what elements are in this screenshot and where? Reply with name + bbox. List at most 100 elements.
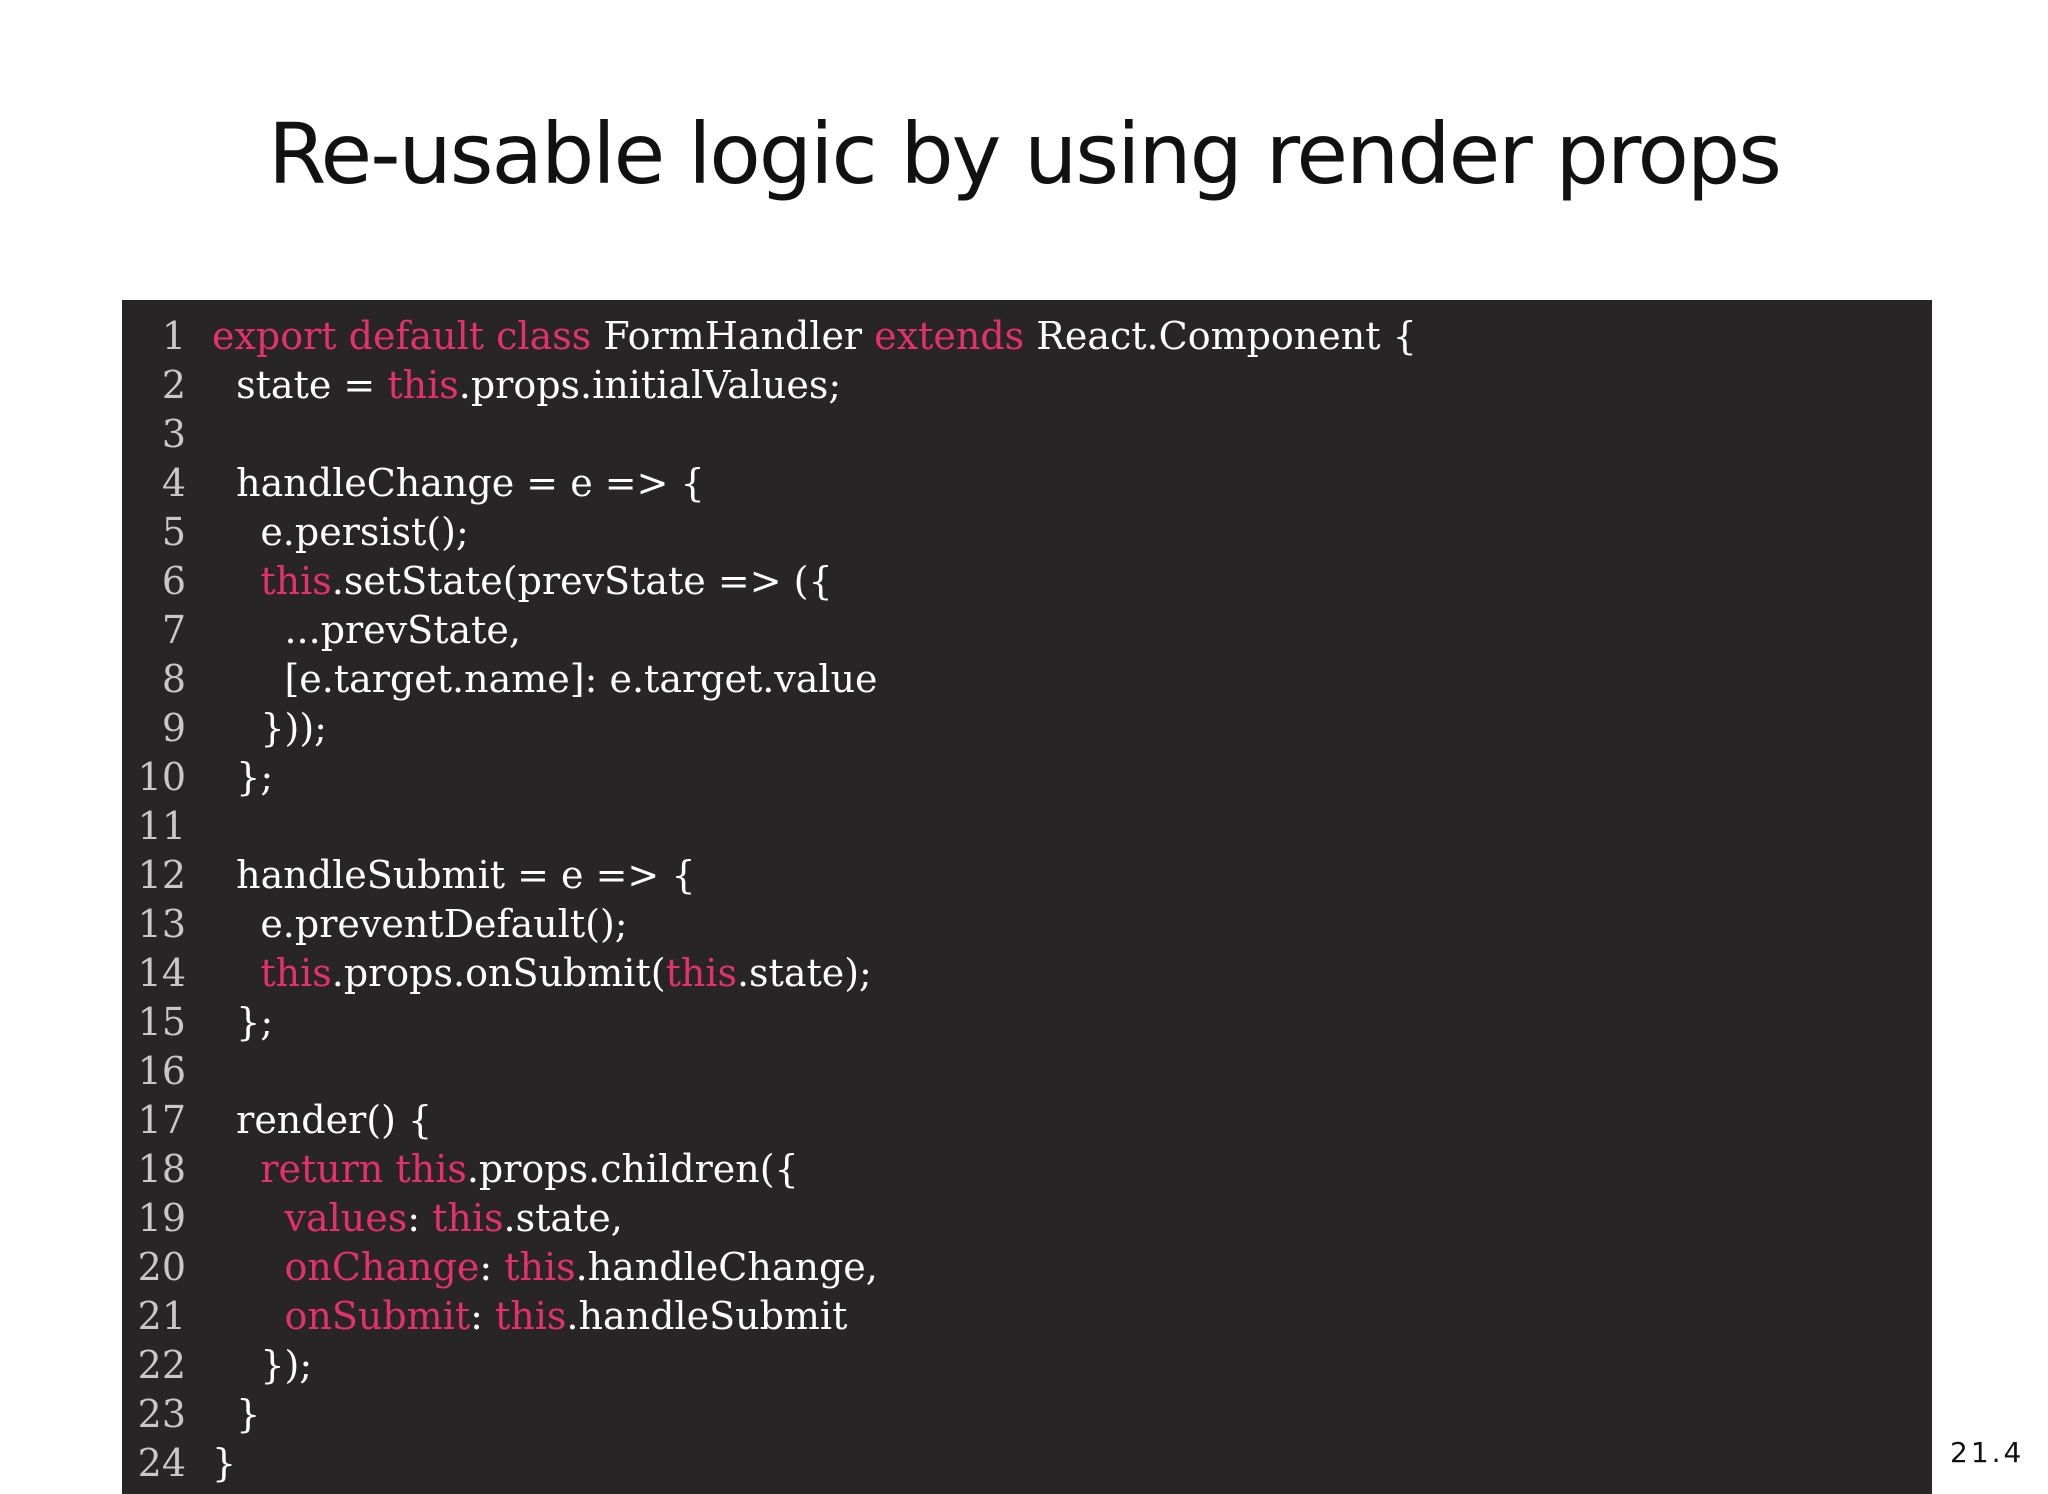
line-code: export default class FormHandler extends… [212,312,1417,361]
code-line: 22 }); [122,1341,1932,1390]
slide-title: Re-usable logic by using render props [267,105,1782,203]
code-line: 19 values: this.state, [122,1194,1932,1243]
line-number: 2 [161,363,186,407]
keyword-token: values [284,1196,408,1240]
line-number: 19 [137,1196,186,1240]
code-token [212,1245,284,1289]
keyword-token: onChange [284,1245,480,1289]
line-number: 22 [137,1343,186,1387]
line-code: return this.props.children({ [212,1145,798,1194]
code-token: .setState(prevState => ({ [331,559,833,603]
line-code: }; [212,998,273,1047]
code-token: : [479,1245,505,1289]
code-line: 5 e.persist(); [122,508,1932,557]
code-token: e.preventDefault(); [212,902,628,946]
code-line: 10 }; [122,753,1932,802]
line-number: 4 [161,461,186,505]
code-line: 9 })); [122,704,1932,753]
keyword-token: this [504,1245,576,1289]
code-token [212,951,260,995]
line-number: 16 [137,1049,186,1093]
code-token: .props.initialValues; [458,363,842,407]
keyword-token: return this [260,1147,467,1191]
code-line: 8 [e.target.name]: e.target.value [122,655,1932,704]
code-line: 13 e.preventDefault(); [122,900,1932,949]
code-line: 16 [122,1047,1932,1096]
line-code: }; [212,753,273,802]
code-token: .state, [503,1196,623,1240]
line-code: values: this.state, [212,1194,623,1243]
line-number: 10 [137,755,186,799]
code-token: e.persist(); [212,510,469,554]
code-line: 20 onChange: this.handleChange, [122,1243,1932,1292]
code-token: handleSubmit = e => { [212,853,696,897]
code-token: }; [212,1000,274,1044]
line-code: onChange: this.handleChange, [212,1243,878,1292]
line-number: 12 [137,853,186,897]
code-token: .handleChange, [575,1245,878,1289]
line-code: })); [212,704,327,753]
code-line: 4 handleChange = e => { [122,459,1932,508]
code-line: 6 this.setState(prevState => ({ [122,557,1932,606]
keyword-token: this [665,951,737,995]
line-number: 3 [161,412,186,456]
line-number: 13 [137,902,186,946]
line-number: 18 [137,1147,186,1191]
line-number: 8 [161,657,186,701]
code-token: })); [212,706,327,750]
line-code: e.preventDefault(); [212,900,628,949]
keyword-token: this [260,559,332,603]
keyword-token: extends [874,314,1025,358]
line-code: e.persist(); [212,508,469,557]
line-code: } [212,1390,260,1439]
line-number: 14 [137,951,186,995]
line-number: 24 [137,1441,186,1485]
keyword-token: this [495,1294,567,1338]
line-code: render() { [212,1096,432,1145]
line-code: [e.target.name]: e.target.value [212,655,878,704]
line-code: handleSubmit = e => { [212,851,696,900]
code-line: 7 ...prevState, [122,606,1932,655]
line-number: 6 [161,559,186,603]
line-code: }); [212,1341,312,1390]
code-token: : [470,1294,496,1338]
code-token [212,1196,284,1240]
code-token: [e.target.name]: e.target.value [212,657,878,701]
code-line: 21 onSubmit: this.handleSubmit [122,1292,1932,1341]
code-line: 2 state = this.props.initialValues; [122,361,1932,410]
code-line: 14 this.props.onSubmit(this.state); [122,949,1932,998]
code-token: handleChange = e => { [212,461,705,505]
line-code: onSubmit: this.handleSubmit [212,1292,847,1341]
line-number: 20 [137,1245,186,1289]
line-code: ...prevState, [212,606,521,655]
code-token [212,559,260,603]
code-token: FormHandler [591,314,875,358]
code-token: render() { [212,1098,433,1142]
line-number: 15 [137,1000,186,1044]
slide-number: 21.4 [1950,1436,2025,1469]
code-token: : [407,1196,433,1240]
keyword-token: this [432,1196,504,1240]
line-number: 21 [137,1294,186,1338]
line-number: 9 [161,706,186,750]
keyword-token: this [387,363,459,407]
keyword-token: this [260,951,332,995]
line-number: 11 [137,804,186,848]
code-line: 17 render() { [122,1096,1932,1145]
code-token [212,1294,284,1338]
code-line: 15 }; [122,998,1932,1047]
line-number: 23 [137,1392,186,1436]
code-token: }); [212,1343,313,1387]
code-token [212,1147,260,1191]
line-number: 7 [161,608,186,652]
keyword-token: export default class [212,314,592,358]
code-line: 12 handleSubmit = e => { [122,851,1932,900]
keyword-token: onSubmit [284,1294,471,1338]
code-token: .props.onSubmit( [331,951,666,995]
code-token: .handleSubmit [566,1294,848,1338]
code-token: }; [212,755,274,799]
line-number: 17 [137,1098,186,1142]
code-token: ...prevState, [212,608,521,652]
